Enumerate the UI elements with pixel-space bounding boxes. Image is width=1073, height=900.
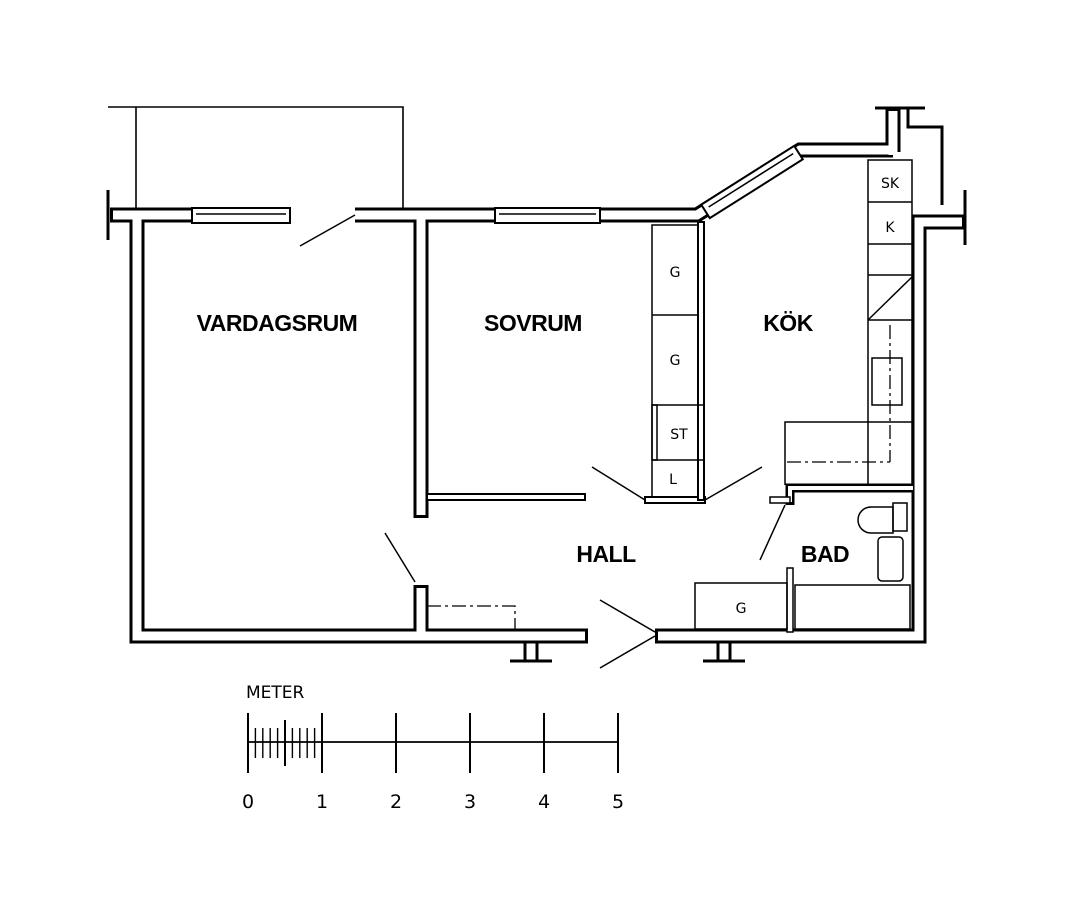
cabinet-label-hall-wardrobe: G [736,601,747,617]
windows [191,144,805,224]
cabinet-label-wardrobe: G [670,353,681,369]
walls [110,108,965,644]
doors [299,214,786,669]
scale-tick-label: 4 [538,791,550,813]
balcony-outline [108,106,404,210]
cabinet-label-cleaning: ST [670,427,688,443]
scale-unit-label: METER [246,683,305,703]
scale-bar: METER 0 1 2 3 4 5 [242,683,624,813]
room-label-living-room: VARDAGSRUM [197,310,358,336]
cabinet-label-linen: L [669,472,677,488]
scale-tick-label: 3 [464,791,476,813]
room-label-bedroom: SOVRUM [484,310,582,336]
wall-ends [106,106,967,663]
room-label-hall: HALL [576,541,636,567]
room-label-bathroom: BAD [801,541,849,567]
scale-tick-label: 1 [316,791,328,813]
cabinet-label-wardrobe: G [670,265,681,281]
room-label-kitchen: KÖK [763,310,814,336]
cabinet-label-freezer: SK [881,176,900,192]
interior-fixtures [426,159,913,633]
cabinet-label-fridge: K [885,220,895,236]
scale-tick-label: 0 [242,791,254,813]
scale-tick-label: 5 [612,791,624,813]
scale-tick-label: 2 [390,791,402,813]
